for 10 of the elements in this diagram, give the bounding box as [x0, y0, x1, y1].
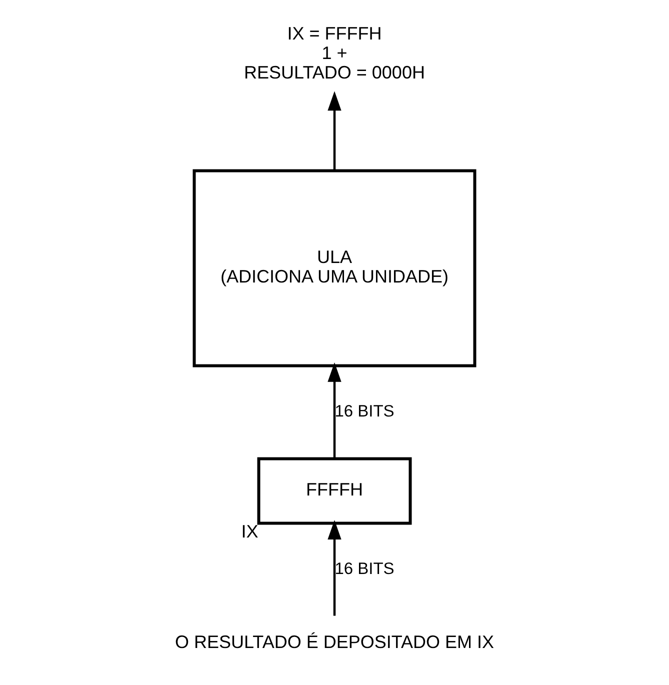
node-text: IX = FFFFH 1 + RESULTADO = 0000H: [244, 24, 425, 83]
edge-label: 16 BITS: [334, 402, 394, 420]
edge-label: 16 BITS: [334, 560, 394, 578]
arrow: [328, 362, 342, 458]
arrow: [328, 520, 342, 616]
node-box: FFFFH: [257, 457, 412, 525]
node-label: IX: [241, 522, 258, 542]
node-text: O RESULTADO É DEPOSITADO EM IX: [174, 632, 494, 652]
arrow: [328, 91, 342, 171]
node-box: ULA (ADICIONA UMA UNIDADE): [192, 169, 476, 368]
